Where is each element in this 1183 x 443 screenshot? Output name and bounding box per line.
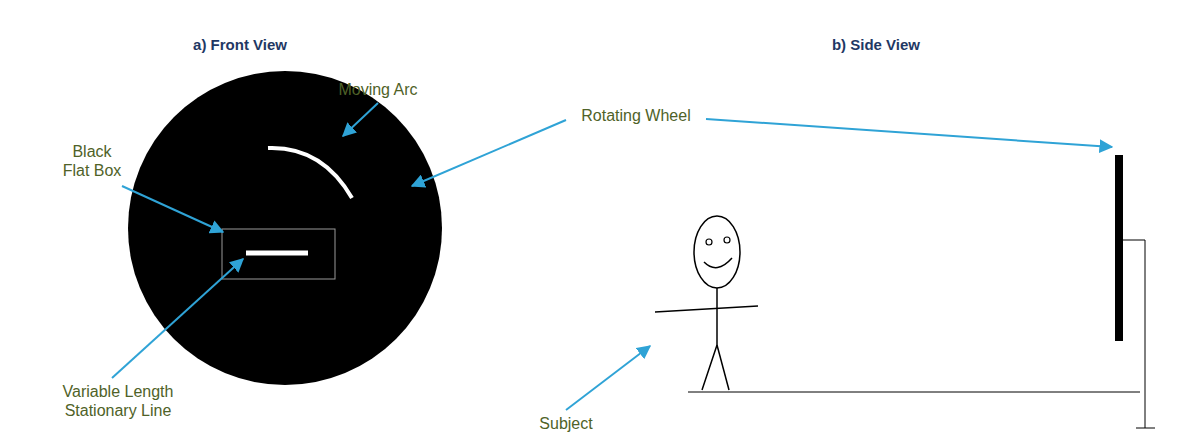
subject-eye: [724, 237, 730, 243]
part-label: Variable Length Stationary Line: [54, 382, 182, 420]
subject-body: [716, 288, 718, 345]
stationary-line: [246, 251, 308, 256]
subject-smile: [704, 258, 732, 268]
leader-arrow: [412, 120, 566, 186]
flat-box: [222, 229, 335, 279]
wheel-stand: [1123, 240, 1145, 428]
view-title: a) Front View: [140, 36, 340, 54]
view-title: b) Side View: [776, 36, 976, 54]
stand-foot: [1136, 428, 1155, 429]
part-label: Rotating Wheel: [561, 106, 711, 125]
leader-arrow: [706, 119, 1112, 147]
leader-arrow: [112, 259, 243, 378]
subject-leg: [702, 345, 717, 390]
leader-arrow: [566, 346, 650, 410]
part-label: Black Flat Box: [59, 142, 125, 180]
subject-eye: [706, 239, 712, 245]
subject-arms: [655, 306, 758, 312]
floor-line: [688, 392, 1140, 393]
part-label: Moving Arc: [313, 80, 443, 99]
subject-head: [694, 216, 740, 288]
rotating-wheel: [128, 71, 442, 385]
leader-arrow: [122, 186, 223, 232]
wheel-side: [1115, 155, 1123, 341]
leader-arrow: [343, 103, 378, 136]
moving-arc: [268, 148, 352, 198]
part-label: Subject: [516, 414, 616, 433]
subject-leg: [717, 345, 729, 390]
